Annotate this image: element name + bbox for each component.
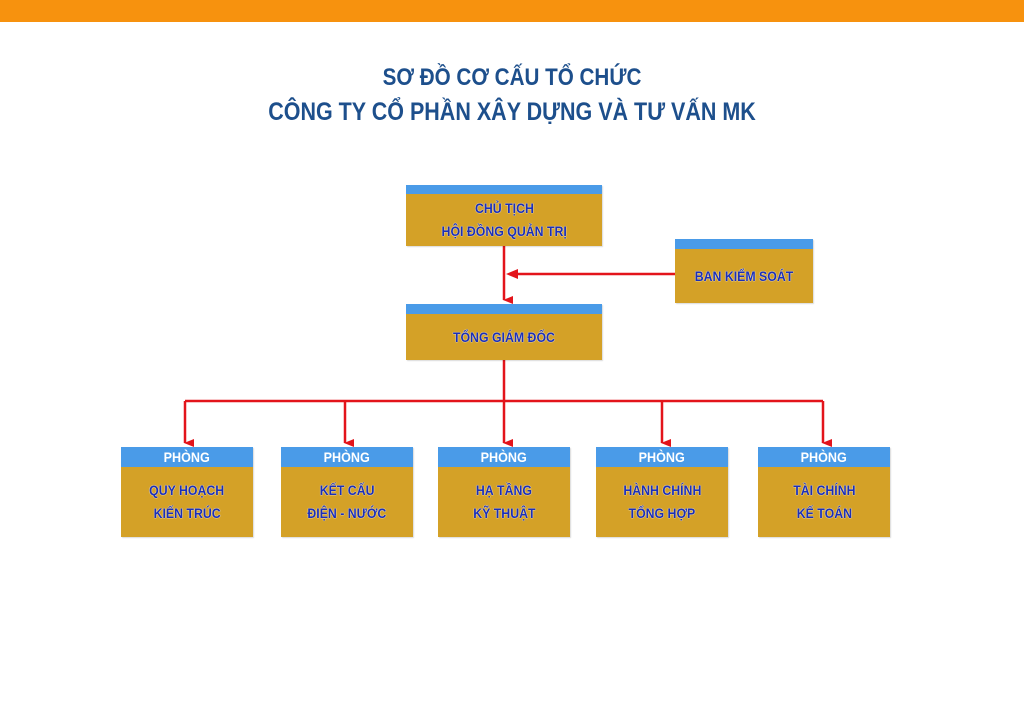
- node-chairman: CHỦ TỊCH HỘI ĐỒNG QUẢN TRỊ: [406, 185, 602, 246]
- node-header-strip: [438, 447, 570, 467]
- arrowhead-supervisory: [506, 269, 518, 279]
- node-label: KẾT CẤU ĐIỆN - NƯỚC: [281, 467, 413, 537]
- department-header: PHÒNG: [480, 449, 528, 465]
- node-header-strip: [281, 447, 413, 467]
- node-supervisory-board: BAN KIỂM SOÁT: [675, 239, 813, 303]
- node-header-strip: [675, 239, 813, 249]
- node-label: TỔNG GIÁM ĐỐC: [406, 314, 602, 360]
- node-header-strip: [121, 447, 253, 467]
- node-label-line: HÀNH CHÍNH: [622, 482, 702, 498]
- node-label: CHỦ TỊCH HỘI ĐỒNG QUẢN TRỊ: [406, 194, 602, 246]
- node-label: HẠ TẦNG KỸ THUẬT: [438, 467, 570, 537]
- node-label-line: QUY HOẠCH: [149, 482, 225, 498]
- node-label-line: ĐIỆN - NƯỚC: [307, 505, 387, 521]
- node-label: TÀI CHÍNH KẾ TOÁN: [758, 467, 890, 537]
- node-department: PHÒNG HẠ TẦNG KỸ THUẬT: [438, 447, 570, 537]
- node-label-line: HẠ TẦNG: [475, 482, 533, 498]
- node-label-line: KẾ TOÁN: [796, 505, 852, 521]
- node-label-line: CHỦ TỊCH: [474, 200, 534, 216]
- department-header: PHÒNG: [638, 449, 686, 465]
- company-name: CÔNG TY CỔ PHẦN XÂY DỰNG VÀ TƯ VẤN MK: [268, 98, 756, 126]
- department-header: PHÒNG: [800, 449, 848, 465]
- node-label-line: TÀI CHÍNH: [792, 482, 856, 498]
- node-label-line: TỔNG HỢP: [628, 505, 696, 521]
- node-label-line: BAN KIỂM SOÁT: [694, 267, 794, 284]
- node-department: PHÒNG HÀNH CHÍNH TỔNG HỢP: [596, 447, 728, 537]
- node-label-line: KẾT CẤU: [319, 482, 375, 498]
- node-label: QUY HOẠCH KIẾN TRÚC: [121, 467, 253, 537]
- node-department: PHÒNG QUY HOẠCH KIẾN TRÚC: [121, 447, 253, 537]
- node-label: BAN KIỂM SOÁT: [675, 249, 813, 303]
- node-header-strip: [758, 447, 890, 467]
- node-header-strip: [406, 185, 602, 194]
- node-label-line: HỘI ĐỒNG QUẢN TRỊ: [441, 223, 567, 239]
- chart-title: SƠ ĐỒ CƠ CẤU TỔ CHỨC: [382, 64, 642, 91]
- node-label-line: KIẾN TRÚC: [153, 505, 221, 521]
- top-orange-bar: [0, 0, 1024, 22]
- department-header: PHÒNG: [323, 449, 371, 465]
- node-label-line: TỔNG GIÁM ĐỐC: [453, 328, 555, 345]
- node-header-strip: [406, 304, 602, 314]
- node-department: PHÒNG KẾT CẤU ĐIỆN - NƯỚC: [281, 447, 413, 537]
- node-header-strip: [596, 447, 728, 467]
- node-label-line: KỸ THUẬT: [472, 505, 536, 521]
- node-label: HÀNH CHÍNH TỔNG HỢP: [596, 467, 728, 537]
- department-header: PHÒNG: [163, 449, 211, 465]
- node-ceo: TỔNG GIÁM ĐỐC: [406, 304, 602, 360]
- node-department: PHÒNG TÀI CHÍNH KẾ TOÁN: [758, 447, 890, 537]
